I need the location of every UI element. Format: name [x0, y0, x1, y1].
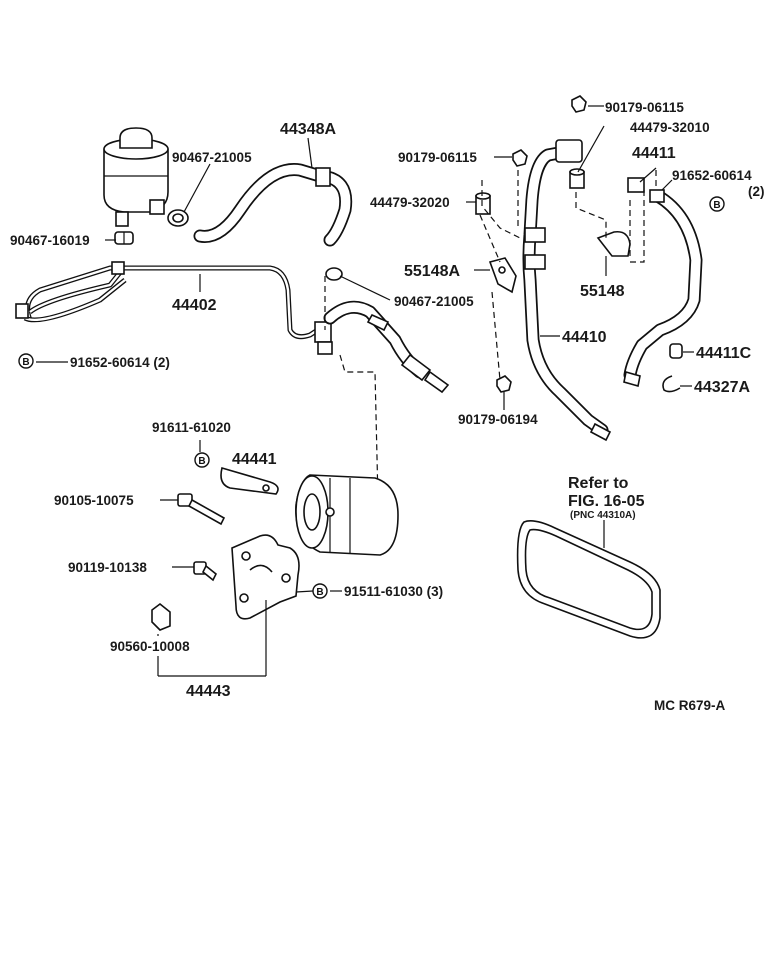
union-bolt-44479-32020	[475, 192, 491, 215]
drive-belt	[516, 520, 661, 639]
label-91652-60614-right: 91652-60614	[672, 168, 752, 183]
fitting-44411C	[669, 343, 683, 359]
label-90179-06194: 90179-06194	[458, 412, 538, 427]
hose-clip-90467-21005-mid	[325, 267, 343, 281]
pressure-pipe-44402	[15, 261, 333, 355]
label-44479-32020: 44479-32020	[370, 195, 450, 210]
nut-90179-06115-b	[512, 149, 528, 167]
clamp-55148A	[488, 257, 517, 294]
return-hose-44411	[623, 177, 703, 388]
label-90467-21005-top: 90467-21005	[172, 150, 252, 165]
label-91652-60614-right-qty: (2)	[748, 184, 765, 199]
label-91652-60614-left: 91652-60614 (2)	[70, 355, 170, 370]
label-90467-16019: 90467-16019	[10, 233, 90, 248]
right-dashed-guides	[479, 170, 657, 381]
washer-marker-91511: B	[312, 583, 328, 599]
bracket-44441	[220, 466, 279, 495]
return-hose-44348A	[193, 163, 353, 247]
reservoir-tank	[103, 127, 169, 227]
refer-fig-text: FIG. 16-05	[568, 493, 645, 510]
drawing-code: MC R679-A	[654, 698, 726, 713]
label-44411C: 44411C	[696, 345, 752, 362]
suction-hose	[323, 300, 450, 394]
collar-90560-10008	[151, 602, 171, 631]
label-44327A: 44327A	[694, 379, 750, 396]
refer-to-text: Refer to	[568, 475, 629, 492]
label-44441: 44441	[232, 451, 277, 468]
label-55148A: 55148A	[404, 263, 460, 280]
label-44410: 44410	[562, 329, 607, 346]
label-44348A: 44348A	[280, 121, 336, 138]
label-90105-10075: 90105-10075	[54, 493, 134, 508]
washer-marker-right: B	[709, 196, 725, 212]
hose-clamp-90467-16019	[114, 231, 134, 245]
label-44402: 44402	[172, 297, 217, 314]
svg-text:B: B	[198, 456, 205, 467]
label-55148: 55148	[580, 283, 625, 300]
clip-44327A	[662, 375, 681, 393]
label-90119-10138: 90119-10138	[68, 560, 147, 575]
washer-marker-left: B	[18, 353, 34, 369]
bolt-90105-10075	[177, 493, 226, 526]
pressure-hose-44410	[522, 139, 612, 442]
power-steering-pump	[295, 474, 399, 556]
label-91511-61030: 91511-61030 (3)	[344, 584, 443, 599]
label-90179-06115-b: 90179-06115	[398, 150, 477, 165]
label-90560-10008: 90560-10008	[110, 639, 190, 654]
union-bolt-44479-32010	[569, 168, 585, 189]
nut-90179-06115-a	[571, 95, 587, 113]
bolt-90119-10138	[193, 561, 218, 582]
svg-text:B: B	[316, 587, 323, 598]
pump-bracket-44443	[231, 534, 300, 620]
label-90467-21005-mid: 90467-21005	[394, 294, 474, 309]
leader-lines	[36, 105, 694, 677]
clamp-55148	[596, 230, 631, 257]
label-44443: 44443	[186, 683, 231, 700]
nut-90179-06194	[496, 375, 512, 393]
label-44479-32010: 44479-32010	[630, 120, 710, 135]
label-44411: 44411	[632, 145, 676, 162]
svg-text:B: B	[22, 357, 29, 368]
hose-clip-90467-21005-top	[167, 209, 189, 227]
label-91611-61020: 91611-61020	[152, 420, 231, 435]
svg-text:B: B	[713, 200, 720, 211]
pump-link-dashed	[324, 276, 379, 501]
refer-pnc-text: (PNC 44310A)	[570, 510, 636, 521]
label-90179-06115-a: 90179-06115	[605, 100, 684, 115]
washer-marker-91611: B	[194, 452, 210, 468]
